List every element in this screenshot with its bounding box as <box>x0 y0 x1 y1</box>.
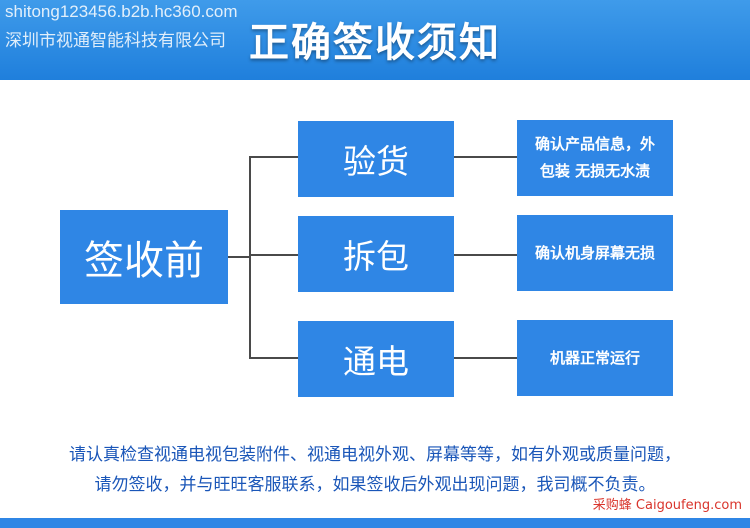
watermark-url: shitong123456.b2b.hc360.com <box>5 2 238 21</box>
detail-text-line: 确认产品信息，外 <box>534 135 655 153</box>
detail-text-line: 确认机身屏幕无损 <box>534 243 655 262</box>
connector-root-trunk <box>228 256 250 258</box>
step-node-inspect: 验货 <box>298 121 454 197</box>
footer-bar <box>0 518 750 528</box>
detail-node-power-on: 机器正常运行 <box>517 320 673 396</box>
root-node: 签收前 <box>60 210 228 304</box>
detail-text-line: 包装 无损无水渍 <box>539 162 651 180</box>
connector-leaf-3 <box>454 357 517 359</box>
connector-leaf-1 <box>454 156 517 158</box>
notice-line-2: 请勿签收，并与旺旺客服联系，如果签收后外观出现问题，我司概不负责。 <box>94 475 656 495</box>
detail-text-line: 机器正常运行 <box>549 348 640 367</box>
step-node-unpack: 拆包 <box>298 216 454 292</box>
connector-branch-3 <box>249 357 298 359</box>
connector-vertical-spine <box>249 156 251 359</box>
detail-node-unpack: 确认机身屏幕无损 <box>517 215 673 291</box>
notice-line-1: 请认真检查视通电视包装附件、视通电视外观、屏幕等等，如有外观或质量问题， <box>69 445 681 465</box>
connector-branch-2 <box>249 254 298 256</box>
source-credit: 采购蜂 Caigoufeng.com <box>592 498 742 513</box>
connector-leaf-2 <box>454 254 517 256</box>
header-banner: shitong123456.b2b.hc360.com 深圳市视通智能科技有限公… <box>0 0 750 80</box>
detail-node-inspect: 确认产品信息，外 包装 无损无水渍 <box>517 120 673 196</box>
connector-branch-1 <box>249 156 298 158</box>
page-title: 正确签收须知 <box>249 20 501 66</box>
watermark-company: 深圳市视通智能科技有限公司 <box>5 31 226 51</box>
step-node-power-on: 通电 <box>298 321 454 397</box>
